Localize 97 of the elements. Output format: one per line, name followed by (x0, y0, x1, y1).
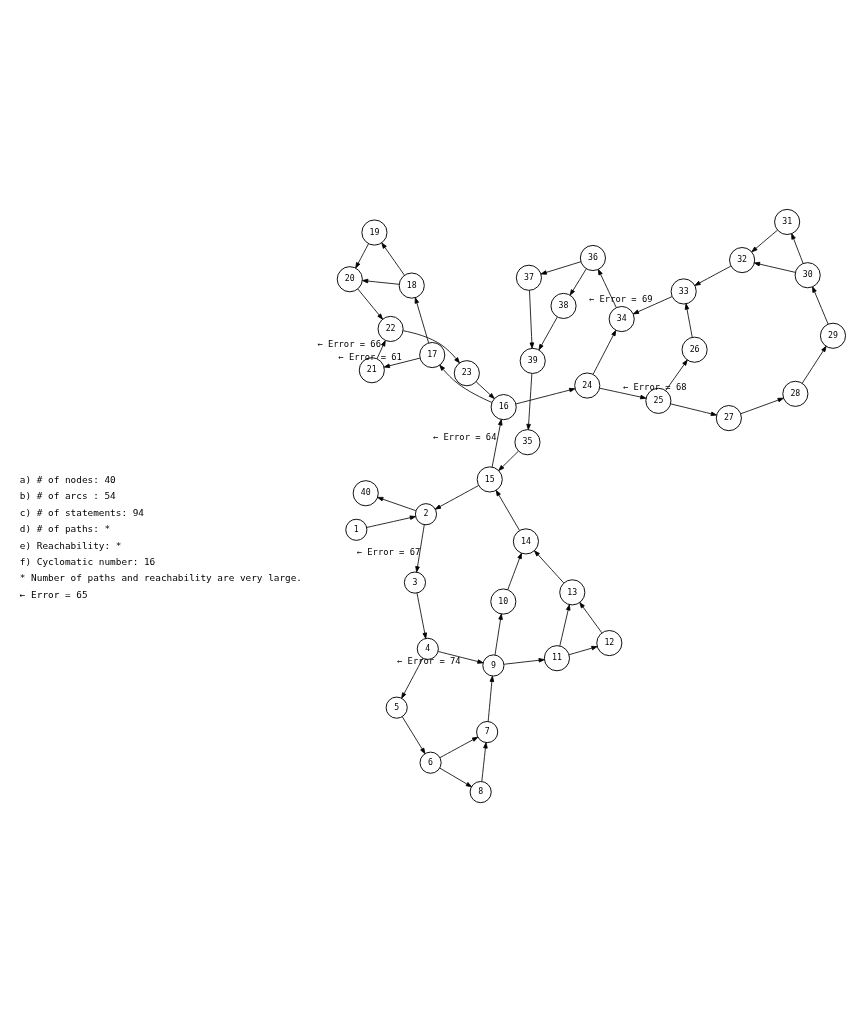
arrow (568, 645, 598, 655)
arrow (740, 397, 784, 414)
node-circle: 23 (453, 359, 480, 386)
arrow (694, 265, 732, 286)
label: b) # of arcs : 54 (19, 489, 116, 501)
arrow (559, 603, 571, 646)
arrow (529, 289, 535, 349)
node-circle: 28 (782, 380, 809, 407)
edge-label: ← Error = 61 (338, 351, 402, 362)
arrow (491, 418, 503, 467)
label: * Number of paths and reachability are very large. (19, 571, 303, 583)
node-circle: 6 (419, 751, 442, 774)
node-circle: 11 (543, 644, 570, 671)
arrow (534, 549, 565, 583)
node-circle: 29 (819, 322, 846, 349)
edge-label: ← Error = 64 (432, 431, 497, 442)
arrow (355, 242, 369, 268)
arrow (434, 484, 480, 510)
node-circle: 19 (361, 219, 388, 246)
node-circle: 20 (336, 265, 363, 292)
arrow (599, 387, 647, 399)
arrow (498, 450, 519, 471)
node-circle: 1 (345, 518, 368, 541)
label: ← Error = 65 (19, 588, 88, 600)
node-circle: 38 (550, 292, 577, 319)
node-circle: 24 (574, 372, 601, 399)
arrow (526, 372, 533, 430)
node-circle: 3 (403, 571, 426, 594)
node-circle: 30 (794, 261, 821, 288)
arrow (515, 387, 576, 404)
arrow (569, 267, 587, 295)
arrow (401, 657, 424, 699)
arrow (503, 657, 545, 665)
label: a) # of nodes: 40 (19, 473, 116, 485)
arrow (362, 278, 400, 285)
arrow (538, 316, 558, 350)
arrow (801, 345, 827, 384)
node-circle: 8 (469, 780, 492, 803)
node-circle: 10 (490, 588, 517, 615)
node-circle: 36 (579, 244, 606, 271)
arrow (684, 302, 693, 337)
node-circle: 34 (608, 305, 635, 332)
arrow (381, 242, 405, 276)
label: d) # of paths: * (19, 522, 111, 534)
node-circle: 31 (774, 208, 801, 235)
edge-label: ← Error = 69 (588, 293, 653, 304)
node-circle: 12 (596, 629, 623, 656)
arrow (415, 523, 425, 572)
arrow (791, 232, 804, 264)
node-circle: 18 (398, 272, 425, 299)
arrow (753, 261, 796, 273)
arrow (439, 364, 493, 403)
arrow (812, 285, 829, 324)
arrow (670, 402, 717, 416)
node-circle: 40 (352, 479, 379, 506)
arrow (366, 515, 416, 528)
arrow (437, 650, 484, 664)
arrow (507, 552, 522, 590)
arrow (487, 675, 495, 722)
node-circle: 35 (514, 428, 541, 455)
node-circle: 39 (519, 347, 546, 374)
node-circle: 37 (515, 264, 542, 291)
node-circle: 4 (416, 637, 439, 660)
arrow (592, 329, 617, 375)
label: c) # of statements: 94 (19, 506, 144, 518)
node-circle: 5 (385, 696, 408, 719)
arrow (632, 295, 673, 314)
node-circle: 33 (670, 277, 697, 304)
arrow (357, 288, 383, 320)
node-circle: 27 (715, 404, 742, 431)
arrow (665, 359, 688, 391)
arrow (495, 489, 520, 531)
arrow (376, 339, 386, 359)
arrow (414, 296, 430, 343)
arrow (481, 741, 488, 782)
arrow (439, 736, 479, 758)
edge-label: ← Error = 67 (356, 546, 421, 557)
label: f) Cyclomatic number: 16 (19, 555, 156, 567)
arrow (416, 592, 427, 639)
node-circle: 26 (681, 336, 708, 363)
node-circle: 13 (559, 578, 586, 605)
node-circle: 2 (414, 502, 438, 525)
arrow (475, 380, 495, 399)
node-circle: 17 (419, 341, 446, 368)
arrow (494, 613, 503, 655)
arrow (540, 260, 582, 275)
arrow (751, 229, 778, 252)
arrow (439, 767, 472, 787)
arrow (377, 496, 417, 511)
node-circle: 7 (476, 720, 499, 743)
arrow (383, 357, 421, 368)
node-circle: 9 (482, 653, 505, 676)
arrow (402, 329, 460, 363)
arrow (597, 268, 617, 308)
arrow (401, 715, 426, 754)
label: e) Reachability: * (19, 539, 122, 551)
arrow (579, 601, 603, 633)
